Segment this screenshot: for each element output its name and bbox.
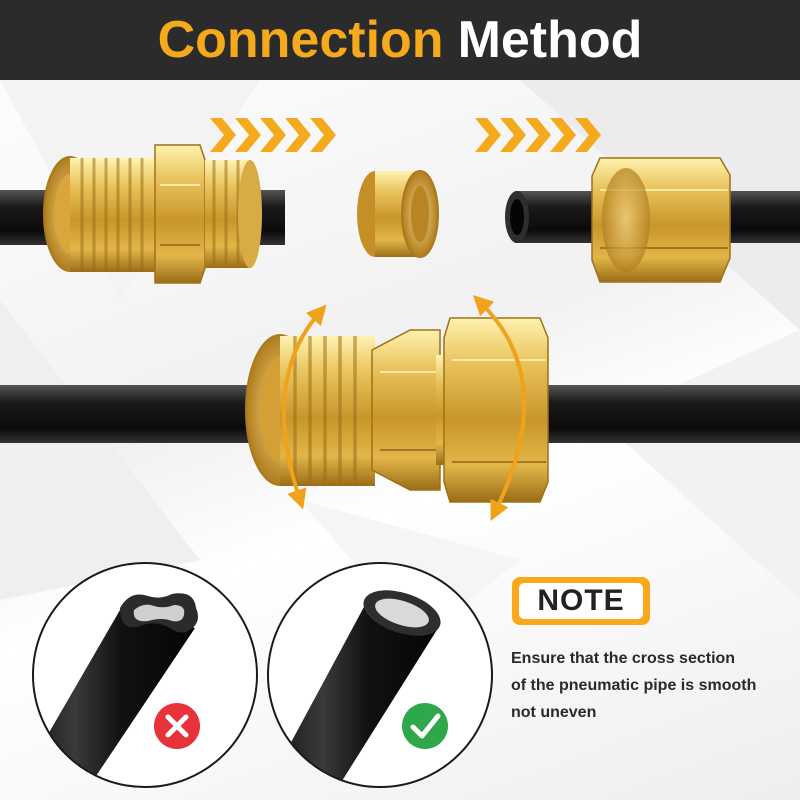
title-accent-word: Connection bbox=[157, 11, 444, 69]
note-badge: NOTE bbox=[512, 577, 650, 625]
brass-ferrule-ring bbox=[357, 170, 439, 258]
title-main-word: Method bbox=[457, 11, 643, 69]
rotate-arrow-icon-right bbox=[472, 295, 527, 521]
note-line-1: Ensure that the cross section bbox=[511, 650, 736, 667]
header-banner: Connection Method bbox=[0, 0, 800, 80]
bad-cut-example bbox=[32, 562, 258, 788]
note-line-2: of the pneumatic pipe is smooth bbox=[511, 677, 757, 694]
hex-compression-nut bbox=[591, 157, 731, 283]
direction-chevrons-left bbox=[210, 118, 336, 152]
direction-chevrons-right bbox=[475, 118, 601, 152]
check-mark-icon bbox=[402, 703, 448, 749]
note-description: Ensure that the cross section of the pne… bbox=[511, 645, 791, 726]
note-label: NOTE bbox=[537, 584, 625, 617]
rotate-arrow-icon-left bbox=[282, 304, 327, 510]
male-threaded-connector bbox=[43, 144, 262, 284]
note-line-3: not uneven bbox=[511, 704, 597, 721]
good-cut-example bbox=[267, 562, 493, 788]
